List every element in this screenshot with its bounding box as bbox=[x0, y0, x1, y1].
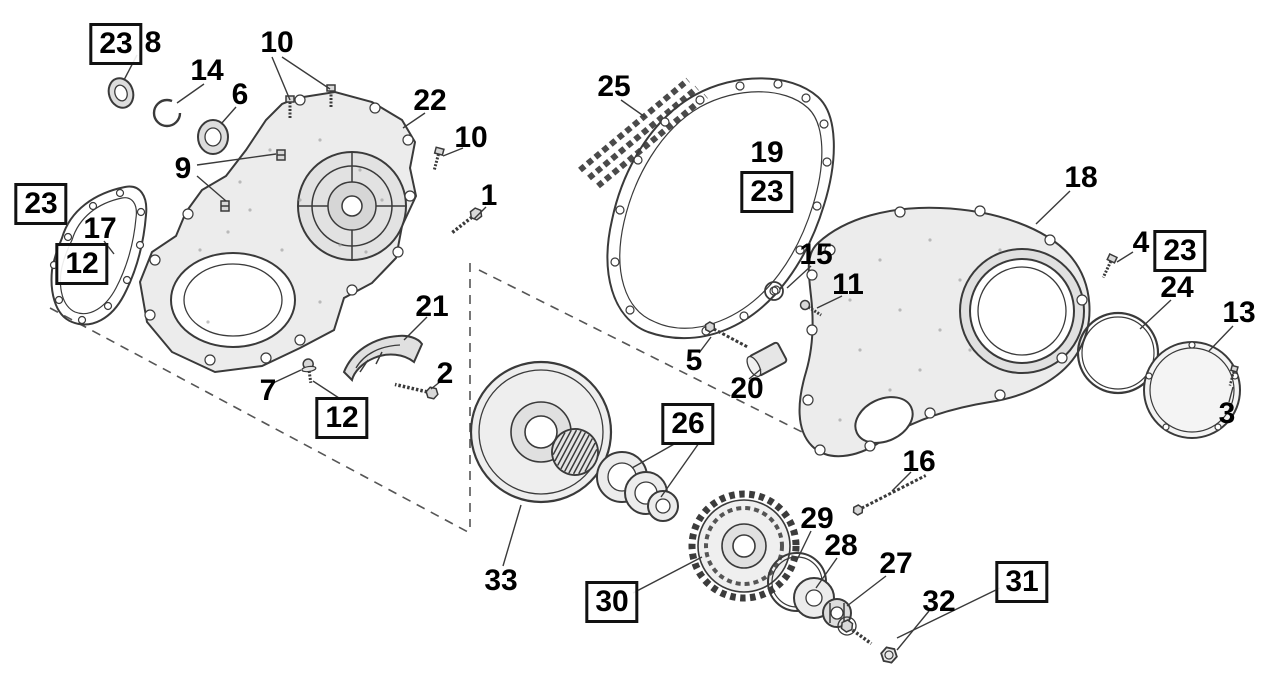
clutch-disc-stack bbox=[596, 451, 679, 522]
primary-cover-gasket bbox=[606, 77, 835, 340]
bolt-1 bbox=[451, 207, 483, 234]
screw-3 bbox=[1228, 364, 1239, 386]
retaining-ring bbox=[152, 98, 182, 128]
set-screw-9b bbox=[220, 200, 230, 212]
spacer-20 bbox=[746, 341, 788, 378]
inner-cover-gasket bbox=[49, 185, 148, 326]
roller-bearing bbox=[551, 428, 599, 476]
bearing-27 bbox=[822, 598, 852, 628]
flange-nut bbox=[880, 646, 898, 664]
inner-primary-cover bbox=[138, 90, 418, 374]
set-screw-9a bbox=[276, 149, 286, 161]
chain-tensioner-shoe bbox=[342, 334, 424, 382]
leader-lines bbox=[103, 54, 1234, 651]
outer-primary-cover bbox=[798, 205, 1091, 458]
bolt-2 bbox=[394, 382, 439, 400]
bolt-16 bbox=[852, 474, 927, 516]
screw-10c bbox=[432, 146, 445, 170]
clutch-drum bbox=[469, 360, 613, 504]
clutch-sprocket bbox=[688, 490, 800, 602]
washer-15 bbox=[764, 281, 784, 301]
screw-10b bbox=[326, 84, 336, 107]
bearing bbox=[197, 119, 229, 155]
screw-7 bbox=[301, 358, 317, 384]
bolt-5 bbox=[704, 321, 748, 349]
screw-4 bbox=[1101, 253, 1119, 279]
bolt-32 bbox=[837, 616, 873, 646]
construction-lines bbox=[49, 263, 813, 533]
derby-cover bbox=[1143, 341, 1241, 439]
primary-chain bbox=[578, 77, 708, 189]
seal bbox=[107, 77, 135, 109]
o-ring bbox=[1076, 311, 1160, 395]
